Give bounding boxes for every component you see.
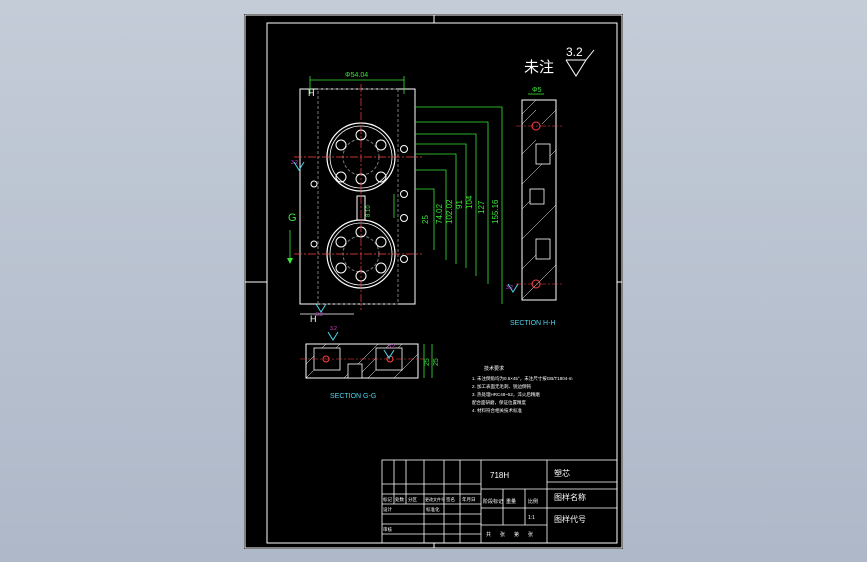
side-hole-1: [400, 145, 408, 153]
dim-25: [415, 188, 435, 250]
cut-letter-h-bottom: H: [310, 314, 317, 324]
sheet-label-1: 共: [486, 531, 491, 538]
marker-5-icon: 3.2: [383, 344, 395, 359]
vertical-dimension-7: 155.16: [491, 199, 500, 224]
section-hh-top-dimension: Φ5: [532, 87, 542, 94]
marker-4-icon: 3.2: [506, 283, 519, 293]
cut-letter-h-top: H: [308, 88, 315, 98]
stage-label-3: 比例: [528, 498, 538, 505]
note-item-5: 4. 材料符合相关技术标准: [472, 407, 523, 414]
note-item-4: 配合面研磨，保证位置精度: [472, 399, 526, 406]
sheet-label-3: 第: [514, 531, 519, 538]
header-label-5: 签名: [446, 496, 455, 503]
hh-pocket-1: [535, 143, 551, 165]
section-hh: Φ5 SECTION H-H 3.2: [506, 87, 562, 327]
section-hh-label: SECTION H-H: [510, 320, 556, 327]
lower-hole-4: [375, 262, 387, 274]
lower-hole-1: [335, 236, 347, 248]
part-name-label: 塑芯: [554, 468, 570, 478]
hh-outline: [521, 99, 557, 301]
drawing-name-label: 图样名称: [554, 492, 586, 502]
notes-title: 技术要求: [484, 365, 504, 372]
dim-91: [415, 143, 467, 268]
plan-view: Φ54.04 25 74.02 102.02 91 104 127 155.16…: [287, 72, 503, 341]
roughness-label: 未注: [524, 59, 554, 76]
dim-155: [415, 106, 503, 304]
upper-hole-4: [375, 171, 387, 183]
stage-label-2: 重量: [506, 498, 516, 505]
gg-slot: [347, 363, 363, 379]
technical-notes: 技术要求 1. 未注倒角均为0.5×45°，未注尺寸按GB/T1804-m 2.…: [472, 365, 573, 414]
scale-value: 1:1: [528, 515, 535, 521]
small-dimension: 8.10: [366, 205, 372, 217]
vertical-dimension-4: 91: [455, 200, 464, 209]
marker-1-icon: 3.2: [291, 160, 305, 171]
dim-74: [415, 169, 447, 260]
header-label-1: 标记: [383, 496, 392, 503]
side-hole-2: [400, 190, 408, 198]
drawing-sheet: 未注 3.2: [244, 14, 623, 549]
vertical-dimension-2: 74.02: [435, 203, 444, 224]
cut-arrow-g-icon: [287, 258, 293, 264]
svg-text:3.2: 3.2: [316, 312, 323, 318]
drawing-code-label: 图样代号: [554, 514, 586, 524]
stage-label-1: 阶段标记: [483, 498, 503, 505]
standard-label: 标准化: [426, 506, 440, 513]
upper-hole-1: [335, 139, 347, 151]
upper-hole-2: [375, 139, 387, 151]
sheet-label-4: 张: [528, 531, 533, 538]
cad-drawing: 未注 3.2: [244, 14, 623, 549]
svg-text:3.2: 3.2: [506, 285, 513, 291]
gg-dimension-1: 25: [424, 358, 431, 366]
roughness-symbol-icon: [565, 49, 595, 77]
note-item-3: 3. 热处理HRC48~52，淬火后精磨: [472, 391, 540, 398]
dim-127: [415, 121, 489, 284]
vertical-dimension-5: 104: [465, 195, 474, 209]
dim-102: [415, 153, 457, 264]
title-block: [381, 459, 618, 544]
note-item-1: 1. 未注倒角均为0.5×45°，未注尺寸按GB/T1804-m: [472, 375, 573, 382]
hh-pocket-2: [529, 188, 545, 205]
header-label-2: 处数: [395, 496, 404, 503]
side-hole-6: [310, 240, 318, 248]
lower-hole-3: [335, 262, 347, 274]
vertical-dimension-1: 25: [421, 215, 430, 224]
vertical-dimension-3: 102.02: [445, 199, 454, 224]
header-label-6: 年月日: [462, 496, 476, 503]
plan-hidden-lines: [317, 88, 399, 305]
svg-text:3.2: 3.2: [291, 160, 298, 166]
side-hole-4: [400, 255, 408, 263]
side-hole-3: [400, 214, 408, 222]
note-item-2: 2. 加工表面无毛刺、锐边倒钝: [472, 383, 532, 390]
designer-label: 设计: [383, 506, 392, 513]
top-view-dimension: Φ54.04: [345, 72, 368, 79]
marker-2-icon: 3.2: [315, 303, 327, 318]
material-value: 718H: [490, 471, 509, 480]
cut-letter-g: G: [288, 212, 297, 224]
svg-text:3.2: 3.2: [388, 344, 395, 350]
header-label-3: 分区: [408, 496, 417, 503]
checker-label: 审核: [383, 526, 392, 533]
section-gg: 25 25 SECTION G-G 3.2: [300, 343, 440, 400]
svg-text:3.2: 3.2: [330, 326, 337, 332]
marker-3-icon: 3.2: [327, 326, 339, 341]
roughness-note: 未注 3.2: [524, 45, 595, 77]
section-gg-label: SECTION G-G: [330, 393, 376, 400]
gg-dimension-2: 25: [433, 358, 440, 366]
sheet-label-2: 张: [500, 531, 505, 538]
inner-frame: [266, 22, 618, 544]
vertical-dimension-6: 127: [477, 200, 486, 214]
lower-hole-2: [375, 236, 387, 248]
side-hole-5: [310, 180, 318, 188]
roughness-value: 3.2: [566, 45, 583, 59]
header-label-4: 更改文件号: [425, 496, 445, 502]
hh-pocket-3: [535, 238, 551, 260]
upper-hole-3: [335, 171, 347, 183]
dim-104: [415, 133, 477, 276]
